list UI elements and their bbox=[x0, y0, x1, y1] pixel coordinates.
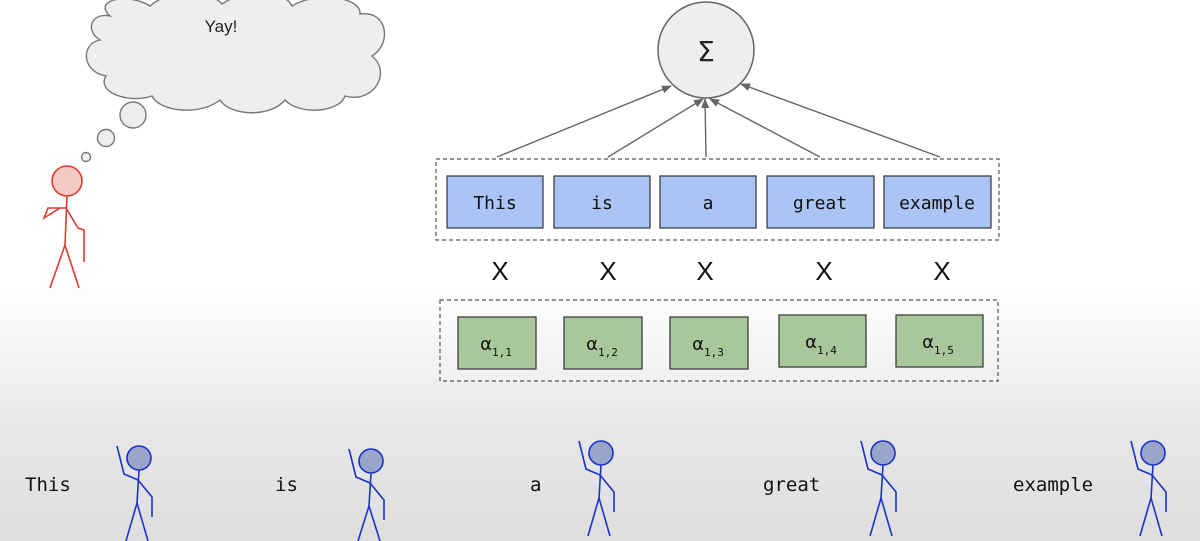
listener-figure-1 bbox=[116, 445, 153, 541]
bottom-word-2: is bbox=[275, 474, 298, 496]
thought-dot-large bbox=[119, 101, 147, 129]
arrows bbox=[496, 83, 941, 158]
weight-box-1: α1,1 bbox=[457, 316, 537, 370]
weight-box-5: α1,5 bbox=[895, 314, 984, 368]
multiply-sign-3: X bbox=[696, 256, 713, 286]
weight-label-4: α1,4 bbox=[805, 332, 837, 357]
multiply-row: X X X X X bbox=[491, 256, 950, 286]
arrow-example bbox=[740, 83, 941, 158]
word-label-1: This bbox=[473, 193, 516, 214]
bottom-word-5: example bbox=[1013, 474, 1093, 496]
thought-cloud bbox=[85, 0, 386, 114]
multiply-sign-4: X bbox=[815, 256, 832, 286]
listener-figure-3 bbox=[578, 440, 615, 537]
listener-figure-4 bbox=[860, 440, 897, 537]
word-box-2: is bbox=[553, 175, 651, 229]
bottom-word-4: great bbox=[763, 474, 820, 496]
multiply-sign-2: X bbox=[599, 256, 616, 286]
weight-box-2: α1,2 bbox=[563, 316, 643, 370]
thought-bubble: Yay! bbox=[80, 0, 386, 163]
arrow-this bbox=[496, 85, 672, 158]
weight-box-3: α1,3 bbox=[669, 316, 749, 370]
bottom-word-1: This bbox=[25, 474, 71, 496]
weight-label-5: α1,5 bbox=[922, 332, 954, 357]
word-box-1: This bbox=[446, 175, 544, 229]
arrow-a bbox=[701, 98, 710, 158]
thinker-head bbox=[51, 165, 83, 197]
word-label-5: example bbox=[899, 193, 975, 214]
weight-container bbox=[439, 299, 999, 382]
multiply-sign-1: X bbox=[491, 256, 508, 286]
thought-dot-small bbox=[80, 151, 92, 163]
word-label-4: great bbox=[793, 193, 847, 214]
arrow-great bbox=[709, 98, 821, 158]
thought-text: Yay! bbox=[205, 17, 238, 36]
word-container bbox=[435, 158, 1000, 241]
listener-figure-5 bbox=[1130, 440, 1167, 537]
word-box-5: example bbox=[883, 175, 992, 229]
bottom-word-3: a bbox=[530, 474, 541, 496]
weight-label-1: α1,1 bbox=[480, 334, 512, 359]
listener-figure-2 bbox=[348, 448, 385, 541]
sum-node: Σ bbox=[657, 1, 755, 99]
sum-symbol: Σ bbox=[697, 35, 715, 68]
thought-dot-medium bbox=[96, 128, 116, 148]
word-label-2: is bbox=[591, 193, 613, 214]
weight-label-3: α1,3 bbox=[692, 334, 724, 359]
word-box-3: a bbox=[659, 175, 757, 229]
weight-box-4: α1,4 bbox=[778, 314, 867, 368]
word-box-4: great bbox=[766, 175, 875, 229]
arrow-is bbox=[607, 98, 704, 158]
word-label-3: a bbox=[703, 193, 714, 214]
multiply-sign-5: X bbox=[933, 256, 950, 286]
thinking-figure bbox=[42, 165, 85, 289]
weight-label-2: α1,2 bbox=[586, 334, 618, 359]
bottom-words: This is a great example bbox=[25, 474, 1093, 496]
